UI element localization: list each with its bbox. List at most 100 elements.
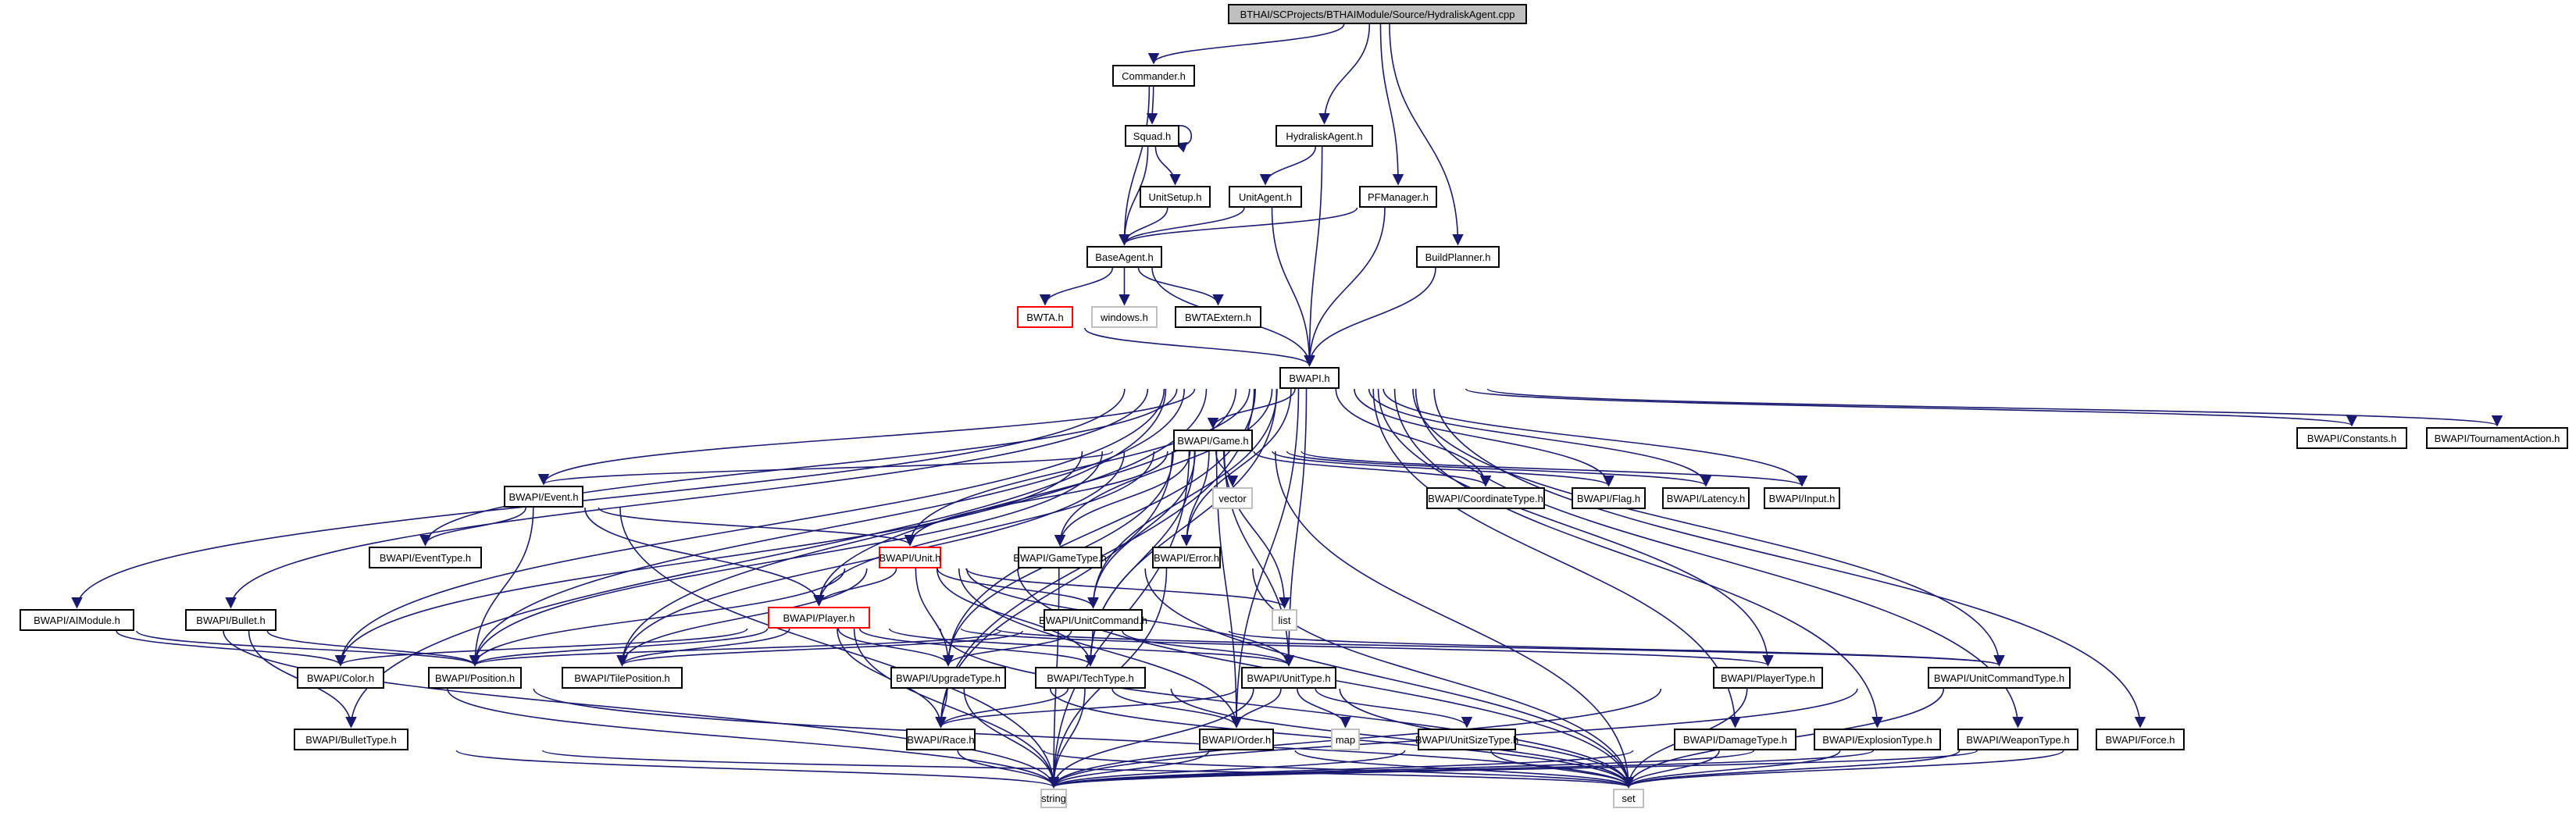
edge-color-to-string [447, 688, 1060, 789]
edge-player-to-string [853, 628, 1060, 789]
node-weapontype[interactable]: BWAPI/WeaponType.h [1957, 729, 2078, 750]
edge-techtype-to-set [1170, 688, 1635, 789]
node-bullet[interactable]: BWAPI/Bullet.h [185, 609, 277, 631]
edge-bwapi-to-flag [1354, 388, 1614, 487]
node-map[interactable]: map [1331, 729, 1360, 750]
edge-unit-to-techtype [936, 568, 1097, 667]
edge-bullet-to-position [266, 630, 481, 667]
edge-baseagent-to-bwta [1039, 267, 1114, 306]
edge-unitsizetype-to-string [1048, 750, 1406, 789]
node-position[interactable]: BWAPI/Position.h [428, 667, 522, 689]
edge-game-to-flag [1272, 451, 1614, 487]
edge-order-to-string [1047, 750, 1210, 789]
node-explosiontype[interactable]: BWAPI/ExplosionType.h [1814, 729, 1941, 750]
node-techtype[interactable]: BWAPI/TechType.h [1035, 667, 1146, 689]
node-pfmanager[interactable]: PFManager.h [1359, 186, 1437, 208]
node-aimodule[interactable]: BWAPI/AIModule.h [20, 609, 134, 631]
edge-unitagent-to-baseagent [1119, 207, 1245, 246]
node-force[interactable]: BWAPI/Force.h [2096, 729, 2185, 750]
edge-bwapi-to-color [334, 388, 1165, 667]
node-gametype[interactable]: BWAPI/GameType.h [1013, 547, 1107, 568]
node-input[interactable]: BWAPI/Input.h [1764, 487, 1840, 509]
edge-unittype-to-string [1047, 688, 1254, 789]
edge-game-to-coordtype [1253, 451, 1492, 487]
node-set[interactable]: set [1613, 789, 1644, 808]
edge-player-to-unittype [888, 628, 1294, 667]
edge-unitcommand-to-position [469, 630, 1001, 667]
node-player[interactable]: BWAPI/Player.h [768, 607, 870, 629]
edge-player-to-unitcommandtype [995, 628, 2004, 667]
edge-bwapi-to-gametype [1054, 388, 1273, 547]
node-squad[interactable]: Squad.h [1125, 125, 1179, 147]
node-event[interactable]: BWAPI/Event.h [504, 486, 583, 508]
edge-game-to-tileposition [616, 451, 1126, 667]
edge-gametype-to-set [1144, 568, 1635, 789]
node-windows[interactable]: windows.h [1091, 306, 1158, 328]
node-tileposition[interactable]: BWAPI/TilePosition.h [562, 667, 683, 689]
edge-root-to-buildplanner [1389, 23, 1464, 246]
edge-player-to-techtype [858, 628, 1097, 667]
node-unitsizetype[interactable]: BWAPI/UnitSizeType.h [1415, 729, 1518, 750]
edge-root-to-commander [1147, 23, 1345, 65]
node-tournament[interactable]: BWAPI/TournamentAction.h [2426, 427, 2568, 449]
node-list[interactable]: list [1272, 609, 1297, 631]
node-unitcommand[interactable]: BWAPI/UnitCommand.h [1039, 609, 1147, 631]
edge-unittype-to-race [935, 688, 1237, 729]
node-buildplanner[interactable]: BuildPlanner.h [1416, 246, 1500, 268]
node-order[interactable]: BWAPI/Order.h [1199, 729, 1274, 750]
edge-unitsetup-to-baseagent [1119, 207, 1168, 246]
edge-upgradetype-to-string [963, 688, 1060, 789]
edge-force-to-set [1623, 750, 2064, 789]
edge-root-to-pfmanager [1379, 23, 1404, 186]
node-bwapi[interactable]: BWAPI.h [1279, 367, 1340, 389]
edge-bwapi-to-tournament [1486, 388, 2503, 427]
edge-bwapi-to-event [537, 388, 1196, 486]
node-playertype[interactable]: BWAPI/PlayerType.h [1713, 667, 1823, 689]
edge-unit-to-tileposition [616, 568, 868, 667]
node-eventtype[interactable]: BWAPI/EventType.h [369, 547, 482, 568]
node-race[interactable]: BWAPI/Race.h [906, 729, 976, 750]
node-damagetype[interactable]: BWAPI/DamageType.h [1674, 729, 1796, 750]
edge-unitsizetype-to-set [1490, 750, 1635, 789]
node-unitcommandtype[interactable]: BWAPI/UnitCommandType.h [1928, 667, 2071, 689]
edge-bwapi-to-coordtype [1335, 388, 1492, 487]
node-latency[interactable]: BWAPI/Latency.h [1662, 487, 1750, 509]
node-bullettype[interactable]: BWAPI/BulletType.h [294, 729, 409, 750]
node-vector[interactable]: vector [1212, 487, 1253, 509]
edge-game-to-unitcommand [1087, 451, 1196, 609]
edge-bullettype-to-set [542, 750, 1634, 789]
edge-unitcommand-to-upgradetype [942, 630, 1072, 667]
edge-event-to-position [469, 507, 534, 667]
edge-unitcommand-to-unitcommandtype [1228, 630, 2005, 667]
edge-bwapi-to-order [1230, 388, 1300, 729]
node-constants[interactable]: BWAPI/Constants.h [2296, 427, 2407, 449]
edge-baseagent-to-bwtaextern [1137, 267, 1224, 306]
node-unitagent[interactable]: UnitAgent.h [1229, 186, 1302, 208]
node-upgradetype[interactable]: BWAPI/UpgradeType.h [890, 667, 1006, 689]
node-bwtaextern[interactable]: BWTAExtern.h [1175, 306, 1261, 328]
node-game[interactable]: BWAPI/Game.h [1173, 429, 1253, 451]
node-unitsetup[interactable]: UnitSetup.h [1140, 186, 1211, 208]
node-color[interactable]: BWAPI/Color.h [297, 667, 384, 689]
edge-commander-to-baseagent [1119, 86, 1151, 246]
node-coordtype[interactable]: BWAPI/CoordinateType.h [1426, 487, 1545, 509]
node-commander[interactable]: Commander.h [1112, 65, 1195, 87]
node-baseagent[interactable]: BaseAgent.h [1086, 246, 1162, 268]
edge-bwapi-to-aimodule [71, 388, 1126, 609]
edge-bwapi-to-game [1207, 388, 1296, 429]
node-unittype[interactable]: BWAPI/UnitType.h [1241, 667, 1336, 689]
edge-aimodule-to-color [116, 630, 347, 667]
node-root[interactable]: BTHAI/SCProjects/BTHAIModule/Source/Hydr… [1228, 4, 1527, 24]
edge-pfmanager-to-bwapi [1304, 207, 1386, 367]
edge-bwapi-to-error [1180, 388, 1292, 547]
edge-game-to-event [538, 451, 1114, 486]
node-flag[interactable]: BWAPI/Flag.h [1572, 487, 1646, 509]
node-string[interactable]: string [1040, 789, 1067, 808]
node-unit[interactable]: BWAPI/Unit.h [879, 547, 941, 568]
edge-game-to-error [1180, 451, 1210, 547]
node-error[interactable]: BWAPI/Error.h [1152, 547, 1221, 568]
edge-root-to-hydraliskagent [1318, 23, 1371, 125]
node-bwta[interactable]: BWTA.h [1017, 306, 1073, 328]
node-hydraliskagent[interactable]: HydraliskAgent.h [1276, 125, 1373, 147]
